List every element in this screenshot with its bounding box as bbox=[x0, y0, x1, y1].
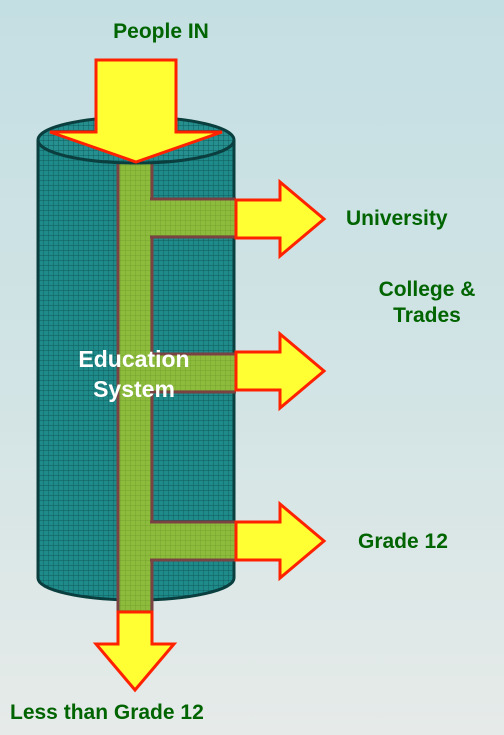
people-in-label: People IN bbox=[113, 20, 209, 43]
college-arrow bbox=[234, 330, 327, 412]
branch-university bbox=[150, 197, 236, 239]
branch-grade12 bbox=[150, 520, 236, 562]
education-system-label-line2: System bbox=[93, 376, 175, 402]
college-label-line2: Trades bbox=[393, 304, 461, 327]
education-system-label-line1: Education bbox=[78, 346, 190, 372]
college-trades-label: College & Trades bbox=[352, 277, 502, 329]
education-system-label: Education System bbox=[38, 344, 230, 404]
branch-college bbox=[150, 352, 236, 394]
dropout-arrow bbox=[92, 610, 178, 693]
grade12-arrow bbox=[234, 500, 327, 582]
input-arrow bbox=[49, 58, 223, 164]
grade12-label: Grade 12 bbox=[358, 530, 448, 553]
university-label: University bbox=[346, 207, 448, 230]
college-label-line1: College & bbox=[378, 278, 476, 301]
university-arrow bbox=[234, 178, 327, 260]
less-than-grade12-label: Less than Grade 12 bbox=[10, 701, 204, 724]
